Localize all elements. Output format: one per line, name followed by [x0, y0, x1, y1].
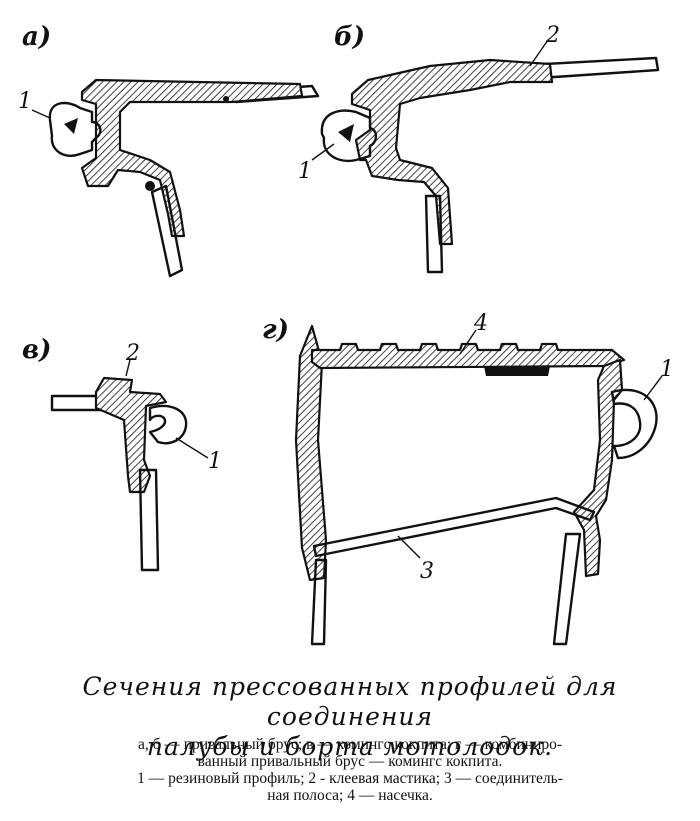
callout-1: 1 [660, 357, 674, 382]
legend-line: 1 — резиновый профиль; 2 - клеевая масти… [137, 770, 563, 787]
leader-line [311, 143, 335, 161]
panel-g-label: г) [262, 315, 289, 345]
caption-title-line: Сечения прессованных профилей для соедин… [82, 672, 618, 731]
connecting-strip [312, 496, 596, 558]
panel-b-label: б) [334, 22, 365, 52]
rubber-profile [48, 101, 102, 157]
panel-a-section: а) 1 [18, 22, 320, 278]
figure-caption-title: Сечения прессованных профилей для соедин… [0, 672, 700, 762]
callout-2: 2 [125, 341, 140, 366]
adhesive-spot [484, 366, 550, 376]
callout-3: 3 [420, 559, 434, 584]
panel-v-label: в) [22, 335, 51, 365]
callout-1: 1 [208, 449, 222, 474]
panel-b-section: б) 1 2 [298, 22, 660, 274]
panel-a-label: а) [22, 22, 51, 52]
hull-side-plank [424, 194, 444, 274]
leader-line [175, 437, 209, 459]
callout-1: 1 [18, 89, 32, 114]
rubber-profile [320, 109, 378, 163]
leader-line [529, 39, 549, 67]
serrated-deck [310, 342, 626, 370]
panel-g-section: г) 4 1 3 [262, 311, 674, 646]
leader-line [643, 375, 663, 401]
panel-v-section: в) 2 1 [22, 335, 222, 572]
adhesive-spot [145, 181, 155, 191]
combined-strake-coaming-profile [572, 358, 624, 578]
cockpit-side-plank [138, 468, 160, 572]
profiles-figure: а) 1 б) 1 2 в) [18, 22, 674, 646]
coaming-profile [94, 376, 168, 494]
legend-line: а, б — привальный брус; в — комингс кокп… [137, 736, 563, 753]
rubber-profile [148, 404, 188, 445]
rubber-profile [610, 388, 658, 460]
rubber-profile-cavity [64, 118, 78, 134]
cockpit-side-plank [552, 532, 582, 646]
leader-line [125, 359, 131, 377]
hull-side-plank [310, 558, 328, 646]
caption-title-line: палубы и борта мотолодок. [146, 732, 554, 761]
adhesive-spot [223, 96, 229, 102]
figure-legend: а, б — привальный брус; в — комингс кокп… [0, 736, 700, 804]
hull-side-plank [150, 184, 184, 278]
legend-line: ная полоса; 4 — насечка. [267, 787, 433, 804]
leader-line [397, 535, 421, 559]
callout-4: 4 [473, 311, 488, 336]
rubbing-strake-profile [80, 78, 304, 238]
leader-line [31, 109, 51, 119]
callout-1: 1 [298, 159, 312, 184]
legend-line: ванный привальный брус — комингс кокпита… [197, 753, 503, 770]
rubbing-strake-profile [350, 58, 554, 246]
rubber-profile-cavity [338, 124, 354, 142]
callout-2: 2 [545, 23, 560, 48]
leader-line [459, 329, 477, 355]
